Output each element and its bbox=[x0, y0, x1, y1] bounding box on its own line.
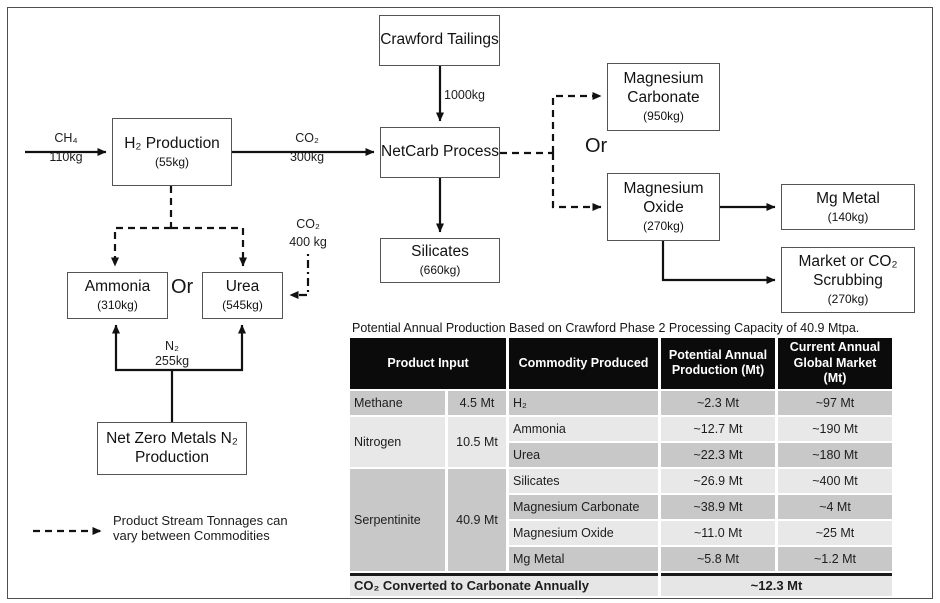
ch4-amount-label: 110kg bbox=[49, 150, 83, 164]
table-row: Serpentinite 40.9 Mt Silicates ~26.9 Mt … bbox=[350, 468, 892, 571]
table-title: Potential Annual Production Based on Cra… bbox=[352, 321, 860, 335]
input-methane: Methane bbox=[350, 390, 445, 415]
ammonia-amount: (310kg) bbox=[97, 298, 138, 313]
tailings-amount-label: 1000kg bbox=[444, 88, 486, 102]
urea-node: Urea (545kg) bbox=[202, 272, 283, 319]
production-magnesium-carbonate: ~38.9 Mt bbox=[661, 494, 775, 519]
market-urea: ~180 Mt bbox=[778, 442, 892, 467]
header-commodity-produced: Commodity Produced bbox=[509, 338, 658, 389]
table-row: Mg Metal ~5.8 Mt ~1.2 Mt bbox=[350, 546, 892, 571]
market-mg-metal: ~1.2 Mt bbox=[778, 546, 892, 571]
table-footer-row: CO₂ Converted to Carbonate Annually ~12.… bbox=[350, 572, 892, 596]
commodity-ammonia: Ammonia bbox=[509, 416, 658, 441]
or-label-left: Or bbox=[171, 276, 194, 298]
header-product-input: Product Input bbox=[350, 338, 506, 389]
co2-netcarb-formula-label: CO₂ bbox=[295, 131, 319, 145]
net-zero-metals-label: Net Zero Metals N₂ Production bbox=[106, 429, 238, 466]
production-table: Product Input Commodity Produced Potenti… bbox=[347, 336, 895, 598]
mg-metal-node: Mg Metal (140kg) bbox=[781, 184, 915, 230]
production-magnesium-oxide: ~11.0 Mt bbox=[661, 520, 775, 545]
h2-production-label: H₂ Production bbox=[124, 134, 220, 152]
magnesium-carbonate-node: Magnesium Carbonate (950kg) bbox=[607, 63, 720, 131]
table-header-row: Product Input Commodity Produced Potenti… bbox=[350, 338, 892, 389]
production-mg-metal: ~5.8 Mt bbox=[661, 546, 775, 571]
header-global-market: Current Annual Global Market (Mt) bbox=[778, 338, 892, 389]
input-serpentinite-amount: 40.9 Mt bbox=[448, 468, 506, 571]
production-silicates: ~26.9 Mt bbox=[661, 468, 775, 493]
netcarb-process-label: NetCarb Process bbox=[381, 143, 500, 161]
co2-urea-amount-label: 400 kg bbox=[289, 235, 327, 249]
crawford-tailings-node: Crawford Tailings bbox=[379, 15, 500, 66]
silicates-amount: (660kg) bbox=[419, 263, 461, 278]
market-h2: ~97 Mt bbox=[778, 390, 892, 415]
table-row: Methane 4.5 Mt H₂ ~2.3 Mt ~97 Mt bbox=[350, 390, 892, 415]
magnesium-carbonate-label: Magnesium Carbonate bbox=[623, 70, 704, 107]
co2-netcarb-amount-label: 300kg bbox=[289, 150, 325, 164]
netcarb-process-node: NetCarb Process bbox=[380, 127, 500, 178]
market-ammonia: ~190 Mt bbox=[778, 416, 892, 441]
input-nitrogen: Nitrogen bbox=[350, 416, 445, 467]
mg-metal-amount: (140kg) bbox=[827, 209, 869, 224]
magnesium-oxide-label: Magnesium Oxide bbox=[623, 180, 704, 217]
table-row: Magnesium Carbonate ~38.9 Mt ~4 Mt bbox=[350, 494, 892, 519]
input-serpentinite: Serpentinite bbox=[350, 468, 445, 571]
market-co2-scrubbing-node: Market or CO₂ Scrubbing (270kg) bbox=[781, 247, 915, 313]
h2-production-amount: (55kg) bbox=[154, 154, 189, 169]
h2-to-ammonia-dashed-arrow bbox=[111, 226, 171, 267]
n2-to-ammonia-arrow bbox=[112, 324, 172, 372]
mgoxide-to-market-arrow bbox=[661, 241, 776, 284]
net-zero-metals-node: Net Zero Metals N₂ Production bbox=[97, 422, 247, 475]
netcarb-to-mgcarbonate-dashed-arrow bbox=[551, 92, 602, 153]
market-co2-scrubbing-label: Market or CO₂ Scrubbing bbox=[798, 253, 898, 290]
figure-border bbox=[7, 7, 933, 599]
production-urea: ~22.3 Mt bbox=[661, 442, 775, 467]
magnesium-carbonate-amount: (950kg) bbox=[643, 109, 684, 124]
ammonia-label: Ammonia bbox=[84, 278, 151, 296]
magnesium-oxide-node: Magnesium Oxide (270kg) bbox=[607, 173, 720, 241]
ammonia-node: Ammonia (310kg) bbox=[67, 272, 168, 319]
table-row: Urea ~22.3 Mt ~180 Mt bbox=[350, 442, 892, 467]
market-magnesium-carbonate: ~4 Mt bbox=[778, 494, 892, 519]
footer-co2-converted-label: CO₂ Converted to Carbonate Annually bbox=[350, 572, 658, 596]
commodity-mg-metal: Mg Metal bbox=[509, 546, 658, 571]
table-row: Magnesium Oxide ~11.0 Mt ~25 Mt bbox=[350, 520, 892, 545]
netcarb-to-mgoxide-dashed-arrow bbox=[551, 153, 602, 211]
urea-label: Urea bbox=[225, 278, 260, 296]
production-h2: ~2.3 Mt bbox=[661, 390, 775, 415]
or-label-right: Or bbox=[585, 135, 608, 157]
header-potential-production: Potential Annual Production (Mt) bbox=[661, 338, 775, 389]
n2-amount-label: 255kg bbox=[154, 354, 190, 368]
mg-metal-label: Mg Metal bbox=[816, 189, 880, 207]
urea-amount: (545kg) bbox=[222, 298, 263, 313]
co2-urea-formula-label: CO₂ bbox=[296, 217, 320, 231]
table-row: Nitrogen 10.5 Mt Ammonia ~12.7 Mt ~190 M… bbox=[350, 416, 892, 467]
market-co2-scrubbing-amount: (270kg) bbox=[827, 292, 869, 307]
input-methane-amount: 4.5 Mt bbox=[448, 390, 506, 415]
commodity-h2: H₂ bbox=[509, 390, 658, 415]
ch4-formula-label: CH₄ bbox=[54, 131, 78, 145]
co2-to-urea-dashdot-arrow bbox=[289, 254, 310, 299]
silicates-node: Silicates (660kg) bbox=[380, 238, 500, 283]
crawford-tailings-label: Crawford Tailings bbox=[380, 31, 499, 49]
input-nitrogen-amount: 10.5 Mt bbox=[448, 416, 506, 467]
magnesium-oxide-amount: (270kg) bbox=[643, 219, 684, 234]
h2-production-node: H₂ Production (55kg) bbox=[112, 118, 232, 186]
commodity-urea: Urea bbox=[509, 442, 658, 467]
market-magnesium-oxide: ~25 Mt bbox=[778, 520, 892, 545]
h2-to-urea-dashed-arrow bbox=[171, 226, 247, 267]
silicates-label: Silicates bbox=[411, 243, 469, 261]
market-silicates: ~400 Mt bbox=[778, 468, 892, 493]
commodity-silicates: Silicates bbox=[509, 468, 658, 493]
legend-text: Product Stream Tonnages can vary between… bbox=[113, 513, 288, 544]
production-ammonia: ~12.7 Mt bbox=[661, 416, 775, 441]
footer-co2-converted-value: ~12.3 Mt bbox=[661, 572, 892, 596]
commodity-magnesium-oxide: Magnesium Oxide bbox=[509, 520, 658, 545]
n2-formula-label: N₂ bbox=[165, 339, 179, 353]
n2-to-urea-arrow bbox=[172, 324, 246, 372]
commodity-magnesium-carbonate: Magnesium Carbonate bbox=[509, 494, 658, 519]
